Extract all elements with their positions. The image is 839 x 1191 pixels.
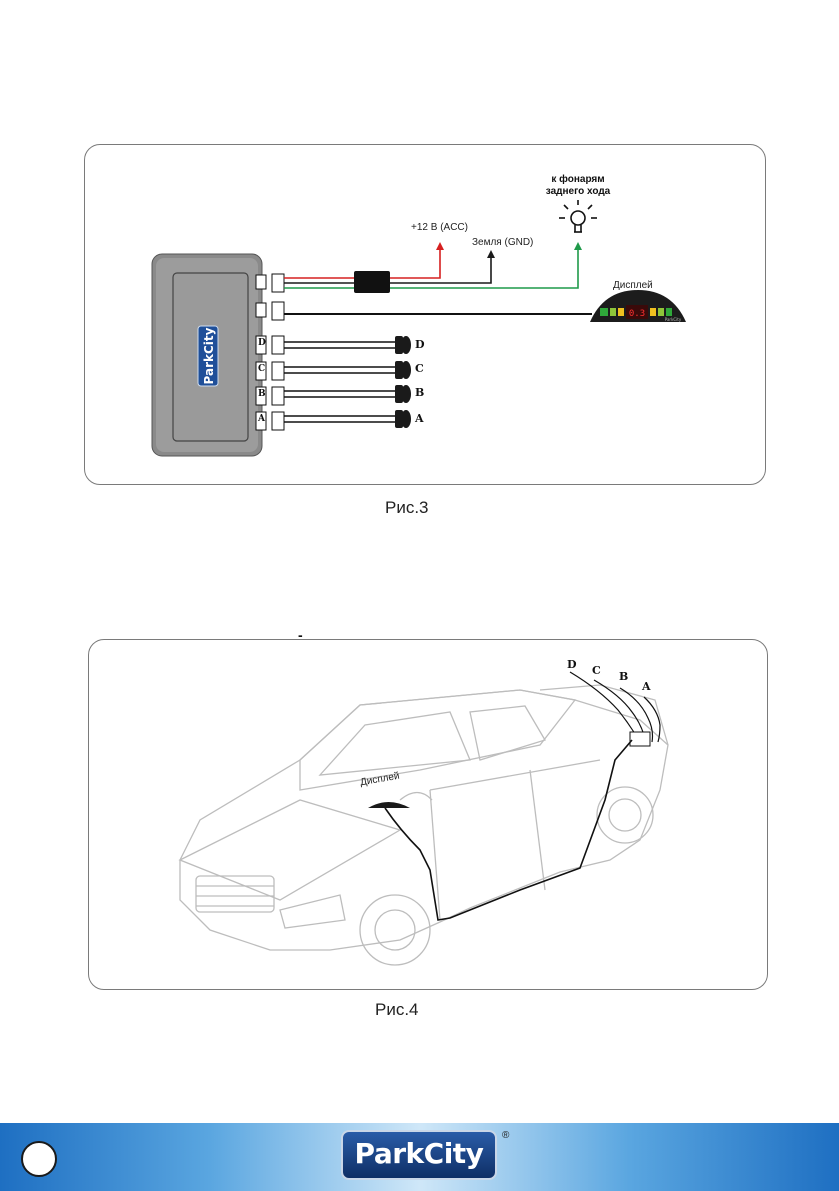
port-c: C — [258, 364, 266, 374]
display-digits: 0.3 — [629, 309, 645, 319]
acc-arrow — [436, 242, 444, 250]
port-d: D — [258, 338, 266, 348]
car-sensor-label-c: C — [592, 664, 601, 677]
car-sensor-label-b: B — [619, 670, 629, 683]
sensor-label-c: C — [415, 362, 424, 375]
port-a: A — [258, 414, 265, 424]
figure-4-caption: Рис.4 — [375, 1000, 419, 1019]
plugs — [271, 273, 285, 431]
acc-label: +12 В (ACC) — [411, 222, 468, 233]
fuse-box — [354, 271, 390, 293]
display-unit: 0.3 ParkCity — [590, 290, 686, 322]
gnd-label: Земля (GND) — [472, 237, 534, 248]
car-sensor-label-d: D — [567, 658, 577, 671]
display-label: Дисплей — [613, 280, 653, 291]
car-display — [368, 802, 410, 808]
unit-sockets — [255, 274, 267, 431]
display-route-cable — [384, 739, 633, 921]
registered-mark: ® — [502, 1130, 510, 1141]
stray-mark: - — [298, 627, 303, 643]
unit-brand-text: ParkCity — [202, 327, 216, 384]
sensor-cables — [284, 341, 395, 423]
sensor-label-b: B — [415, 386, 425, 399]
lamp-icon — [559, 200, 597, 233]
port-b: B — [258, 389, 266, 399]
display-brand-text: ParkCity — [665, 317, 682, 322]
figure-3-caption: Рис.3 — [385, 498, 429, 517]
power-harness — [284, 248, 579, 289]
footer-brand-logo: ParkCity — [341, 1130, 497, 1180]
reverse-arrow — [574, 242, 582, 250]
sensor-label-a: A — [415, 412, 424, 425]
reverse-lights-label: к фонарям заднего хода — [545, 174, 611, 197]
sensor-label-d: D — [415, 338, 425, 351]
sensors — [395, 336, 411, 428]
page-number-circle — [21, 1141, 57, 1177]
car-illustration — [178, 684, 669, 966]
car-sensor-label-a: A — [642, 680, 651, 693]
unit-brand-badge: ParkCity — [197, 325, 219, 387]
car-control-unit — [629, 731, 651, 747]
gnd-arrow — [487, 250, 495, 258]
